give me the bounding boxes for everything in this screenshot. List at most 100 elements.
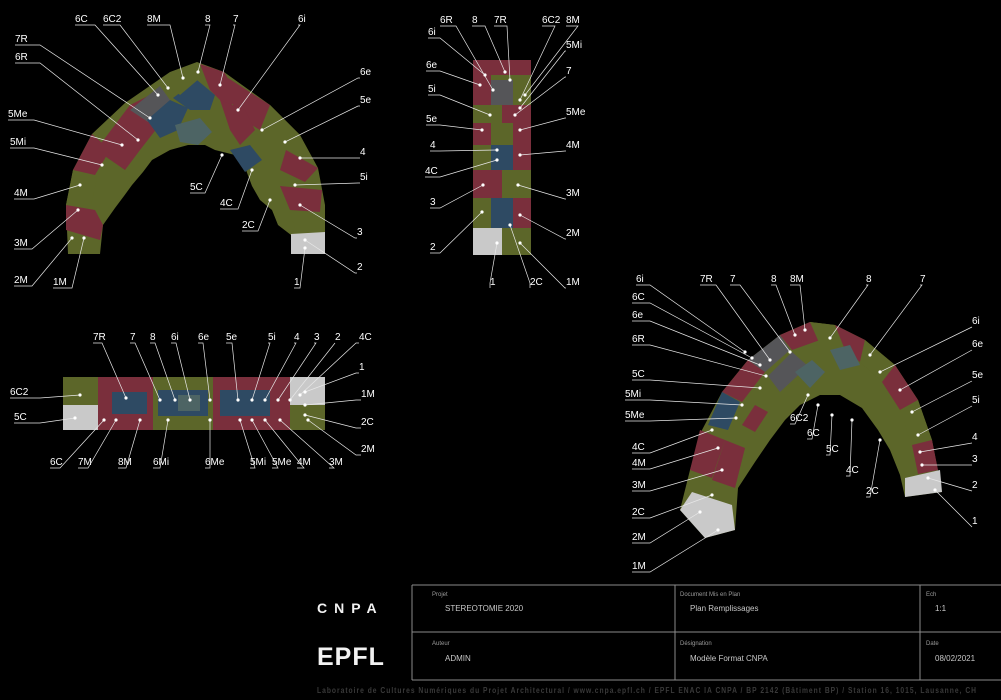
piece-label: 3M [14, 238, 28, 249]
leader-line [239, 419, 256, 469]
leader-line [304, 372, 359, 393]
leader-line [425, 159, 498, 178]
leader-line [205, 420, 211, 469]
leader-dot [910, 410, 914, 414]
leader-line [304, 239, 357, 274]
leader-dot [250, 398, 254, 402]
leader-dot [720, 468, 724, 472]
leader-dot [758, 386, 762, 390]
leader-line [632, 344, 767, 377]
leader-dot [516, 183, 520, 187]
leader-line [472, 25, 506, 73]
leader-dot [920, 463, 924, 467]
leader-dot [488, 113, 492, 117]
leader-line [632, 379, 761, 389]
leader-dot [898, 388, 902, 392]
leader-dot [508, 78, 512, 82]
leader-dot [878, 370, 882, 374]
leader-dot [263, 398, 267, 402]
leader-line [428, 37, 486, 76]
leader-line [927, 477, 973, 492]
piece-label: 5Me [8, 109, 28, 120]
leader-line [636, 284, 746, 353]
leader-dot [156, 93, 160, 97]
ech-label: Ech [926, 592, 936, 598]
leader-dot [483, 73, 487, 77]
leader-line [220, 169, 253, 210]
leader-dot [196, 70, 200, 74]
leader-line [917, 405, 973, 436]
leader-line [846, 419, 853, 477]
piece-label: 2 [430, 242, 436, 253]
leader-dot [803, 328, 807, 332]
leader-dot [288, 398, 292, 402]
leader-line [153, 419, 169, 469]
leader-dot [518, 128, 522, 132]
leader-dot [148, 116, 152, 120]
leader-line [226, 342, 239, 401]
leader-dot [868, 353, 872, 357]
leader-line [299, 342, 359, 396]
leader-line [251, 419, 279, 469]
leader-dot [480, 210, 484, 214]
leader-line [625, 417, 737, 422]
projet-label: Projet [432, 592, 448, 598]
leader-dot [70, 236, 74, 240]
leader-line [879, 326, 973, 373]
leader-dot [238, 418, 242, 422]
leader-line [919, 442, 973, 453]
document-value: Plan Remplissages [690, 604, 758, 613]
title-block: CNPA EPFL Projet STEREOTOMIE 2020 Docume… [317, 584, 1001, 695]
leader-dot [926, 476, 930, 480]
piece-label: 6C2 [790, 413, 809, 424]
side-elevation-view [473, 60, 531, 255]
cnpa-logo: CNPA [317, 600, 384, 616]
leader-line [632, 320, 761, 366]
piece-label: 5i [428, 84, 436, 95]
piece-label: 5e [426, 114, 438, 125]
leader-dot [78, 393, 82, 397]
piece-label: 4C [425, 166, 438, 177]
piece-label: 5Mi [250, 457, 266, 468]
leader-line [103, 24, 169, 89]
piece-label: 1 [490, 277, 496, 288]
leader-line [519, 117, 566, 131]
piece-label: 5C [826, 444, 839, 455]
leader-line [519, 25, 556, 101]
leader-line [428, 94, 491, 116]
piece-label: 4 [360, 147, 366, 158]
leader-dot [758, 363, 762, 367]
leader-dot [298, 203, 302, 207]
isometric-arch-view [680, 322, 942, 538]
leader-dot [518, 106, 522, 110]
leader-dot [750, 356, 754, 360]
leader-dot [491, 88, 495, 92]
leader-dot [136, 138, 140, 142]
piece-label: 7R [93, 332, 106, 343]
piece-label: 6i [428, 27, 436, 38]
leader-dot [481, 183, 485, 187]
piece-label: 3 [972, 454, 978, 465]
leader-dot [263, 418, 267, 422]
leader-line [934, 489, 973, 528]
leader-line [279, 419, 335, 469]
leader-dot [518, 241, 522, 245]
leader-dot [218, 83, 222, 87]
leader-line [866, 439, 881, 498]
leader-line [150, 342, 176, 401]
piece-label: 8 [866, 274, 872, 285]
piece-label: 7M [78, 457, 92, 468]
document-label: Document Mis en Plan [680, 592, 740, 598]
piece-label: 4 [294, 332, 300, 343]
piece-label: 3M [566, 188, 580, 199]
leader-line [730, 284, 791, 353]
piece-label: 4M [14, 188, 28, 199]
leader-dot [102, 418, 106, 422]
leader-dot [764, 374, 768, 378]
leader-line [10, 147, 103, 166]
piece-label: 5Mi [10, 137, 26, 148]
piece-label: 2 [335, 332, 341, 343]
leader-line [264, 342, 297, 401]
